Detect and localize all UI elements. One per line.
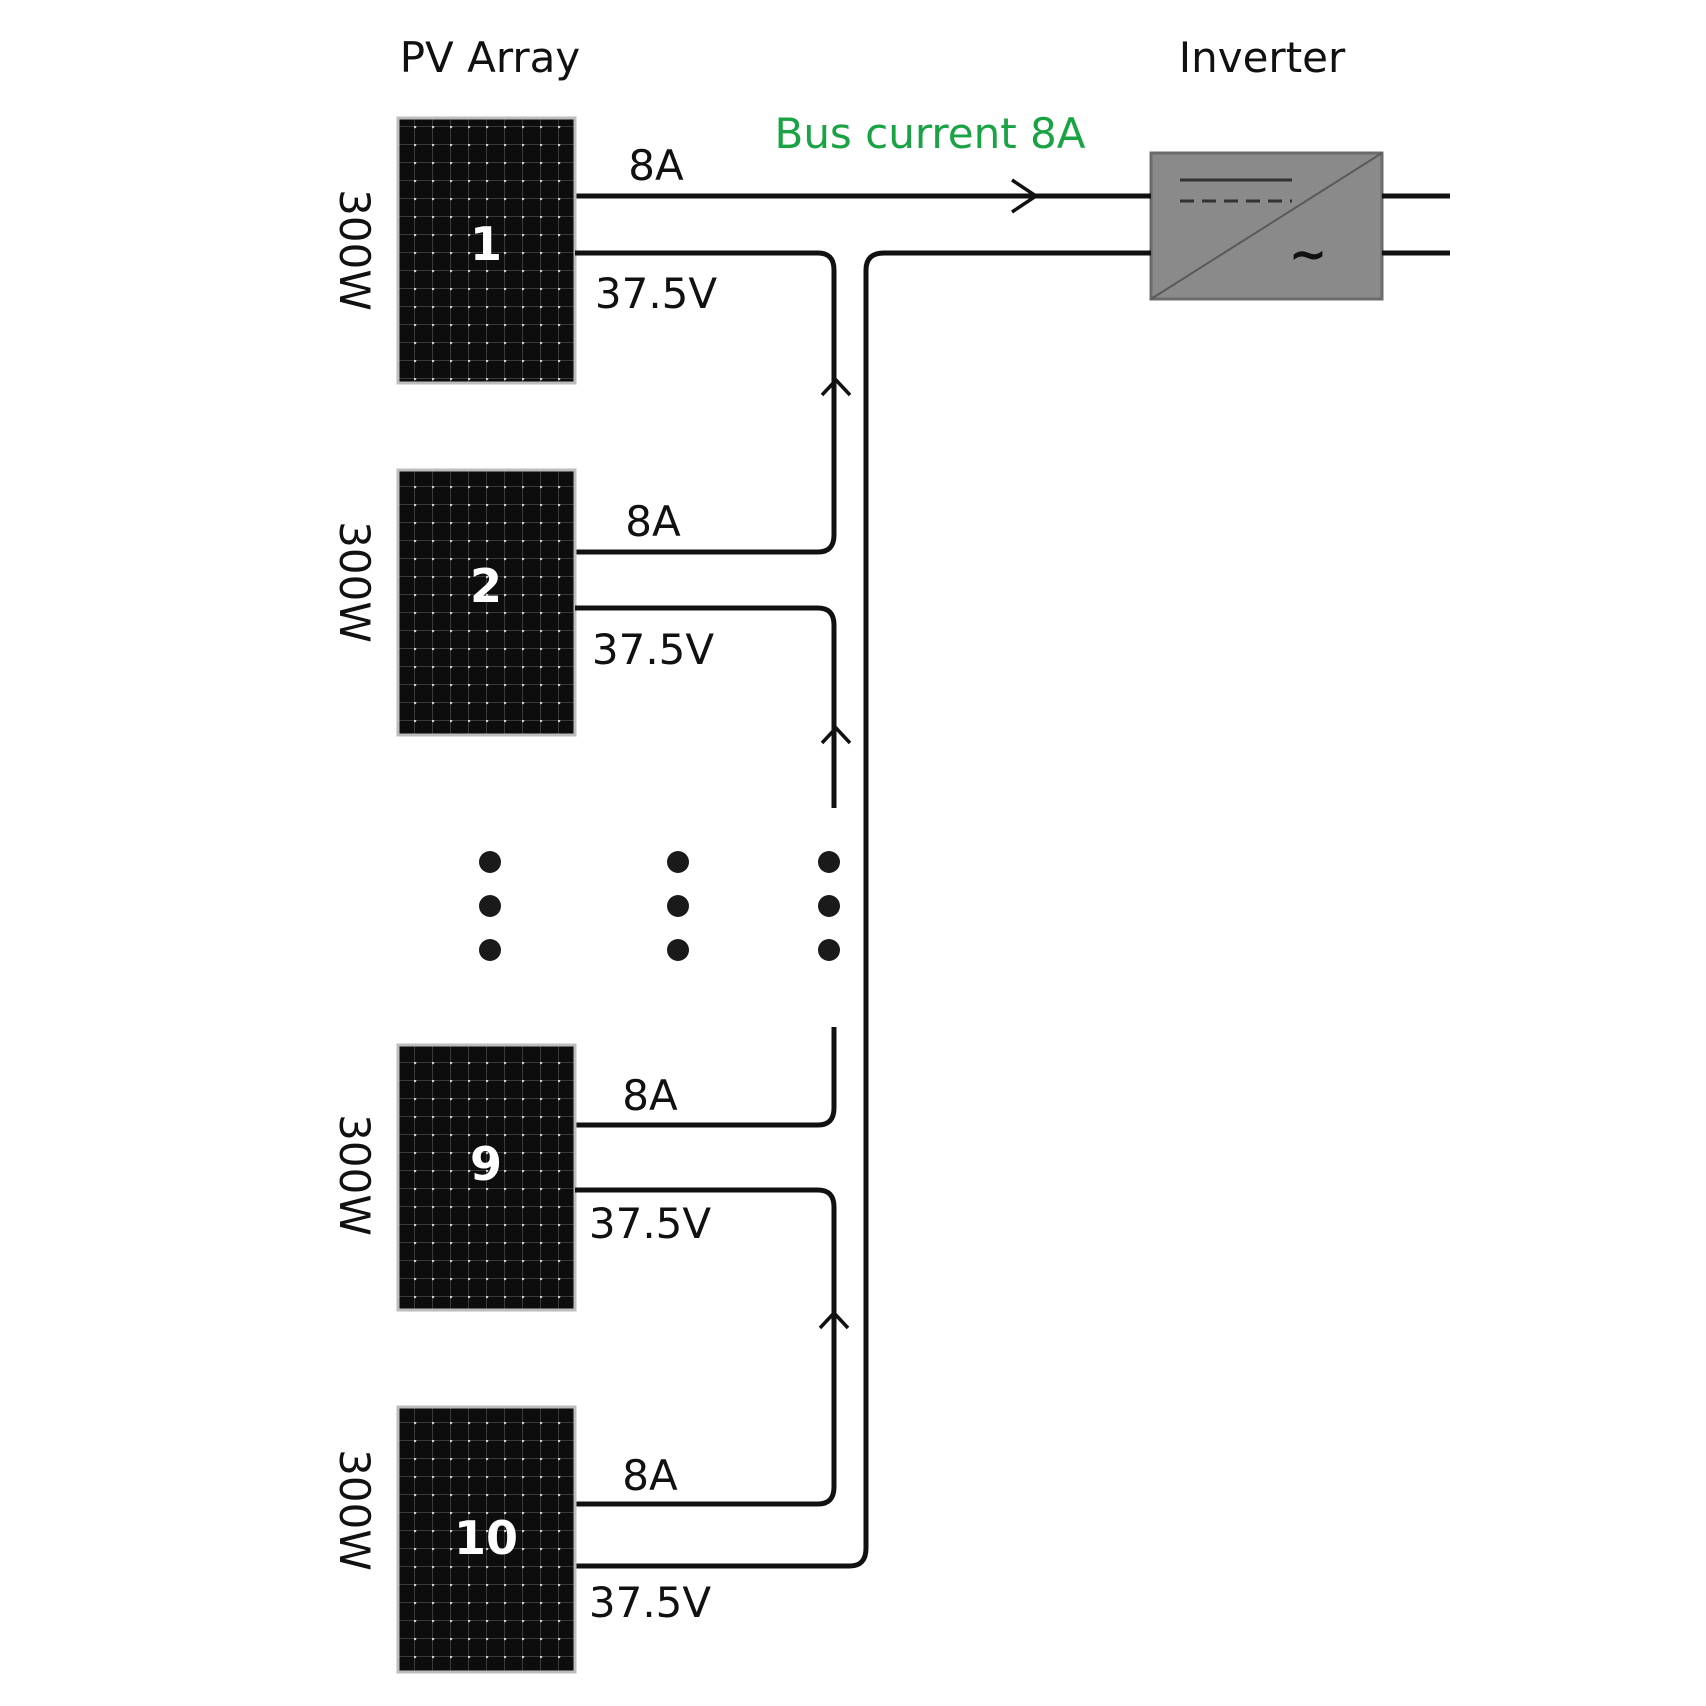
link-9-10: [575, 1187, 837, 1507]
panel-power-10: 300W: [330, 1449, 379, 1571]
panel-number-2: 2: [470, 559, 502, 613]
inverter-title: Inverter: [1179, 33, 1346, 82]
panel-voltage-10: 37.5V: [589, 1578, 712, 1627]
negative-bus-line: [575, 250, 1151, 1569]
bus-current-label: Bus current 8A: [775, 109, 1086, 158]
link-1-2: [575, 250, 837, 555]
pv-array-title: PV Array: [400, 33, 581, 82]
inverter-block: ~: [1149, 151, 1384, 301]
link-arrow-9-icon: [818, 1310, 850, 1330]
panel-number-9: 9: [470, 1137, 502, 1191]
pv-panel-2: 2: [396, 468, 577, 737]
panel-power-2: 300W: [330, 521, 379, 643]
panel-current-1: 8A: [628, 141, 684, 190]
ac-symbol-icon: ~: [1289, 227, 1328, 281]
panel-power-9: 300W: [330, 1114, 379, 1236]
bus-arrow-icon: [1011, 178, 1040, 214]
pv-panel-9: 9: [396, 1043, 577, 1312]
panel-number-1: 1: [470, 217, 502, 271]
ellipsis-wires-icon: [818, 851, 840, 961]
panel-current-10: 8A: [622, 1451, 678, 1500]
panel-power-1: 300W: [330, 189, 379, 311]
pv-panel-1: 1: [396, 116, 577, 385]
panel-voltage-1: 37.5V: [595, 269, 718, 318]
link-arrow-1-icon: [820, 377, 852, 397]
panel-current-2: 8A: [625, 497, 681, 546]
panel-voltage-9: 37.5V: [589, 1199, 712, 1248]
panel-number-10: 10: [454, 1511, 518, 1565]
link-arrow-2-icon: [820, 725, 852, 745]
panel-voltage-2: 37.5V: [592, 625, 715, 674]
pv-panel-10: 10: [396, 1405, 577, 1674]
ellipsis-labels-icon: [667, 851, 689, 961]
link-8-9: [575, 1027, 837, 1128]
panel-current-9: 8A: [622, 1071, 678, 1120]
ellipsis-panels-icon: [479, 851, 501, 961]
link-2-up: [575, 605, 837, 808]
